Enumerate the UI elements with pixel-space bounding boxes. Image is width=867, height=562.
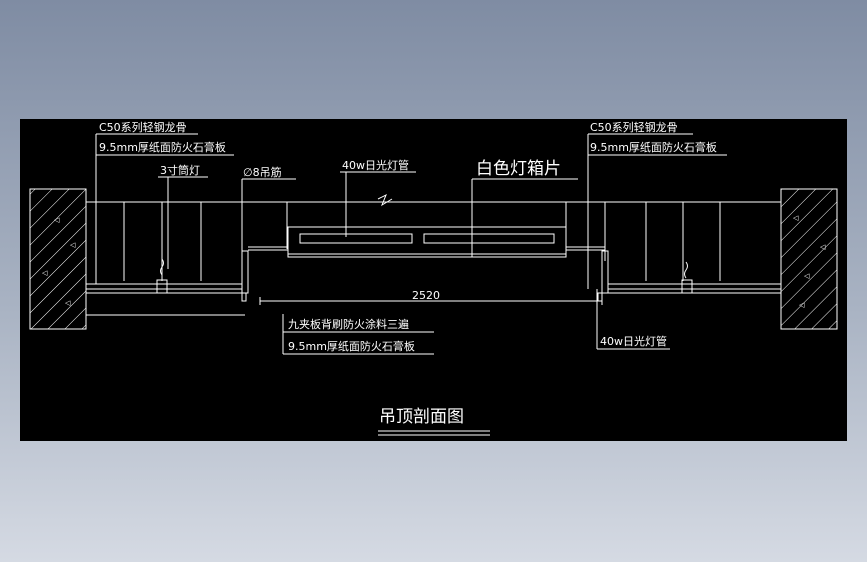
right-gypsum-label: 9.5mm厚纸面防火石膏板 (590, 140, 717, 154)
rod-label: ∅8吊筋 (243, 165, 282, 179)
svg-text:◁: ◁ (793, 214, 799, 222)
light-box (241, 226, 605, 302)
dimension-value: 2520 (412, 289, 440, 302)
svg-text:◁: ◁ (804, 272, 810, 280)
hanging-rods (123, 202, 721, 281)
svg-text:◁: ◁ (70, 241, 76, 249)
left-wall: ◁ ◁ ◁ ◁ (29, 188, 87, 330)
ceiling-section-drawing: ◁ ◁ ◁ ◁ ◁ ◁ ◁ ◁ (29, 120, 838, 436)
left-keel-label: C50系列轻钢龙骨 (99, 120, 187, 134)
right-keel-label: C50系列轻钢龙骨 (590, 120, 678, 134)
svg-text:◁: ◁ (42, 269, 48, 277)
left-gypsum-label: 9.5mm厚纸面防火石膏板 (99, 140, 226, 154)
drawing-title: 吊顶剖面图 (379, 407, 464, 427)
dimension-line (86, 297, 603, 316)
svg-text:◁: ◁ (820, 243, 826, 251)
white-box-label: 白色灯箱片 (476, 159, 561, 179)
tube-bottom-label: 40w日光灯管 (600, 334, 667, 348)
downlight-label: 3寸筒灯 (160, 163, 200, 177)
right-ceiling-panel (601, 250, 781, 294)
svg-text:◁: ◁ (54, 216, 60, 224)
left-ceiling-panel (86, 250, 249, 294)
plywood-label: 九夹板背刷防火涂料三遍 (288, 317, 409, 331)
svg-text:◁: ◁ (799, 301, 805, 309)
right-wall: ◁ ◁ ◁ ◁ (780, 188, 838, 330)
tube-top-label: 40w日光灯管 (342, 158, 409, 172)
title-underline (378, 430, 490, 436)
leader-lines (95, 133, 727, 355)
svg-text:◁: ◁ (65, 299, 71, 307)
downlight-icon (160, 258, 164, 276)
right-downlight-icon (684, 261, 688, 279)
cad-drawing-canvas[interactable]: ◁ ◁ ◁ ◁ ◁ ◁ ◁ ◁ (20, 119, 847, 441)
bottom-gypsum-label: 9.5mm厚纸面防火石膏板 (288, 339, 415, 353)
break-line-icon (377, 193, 393, 207)
